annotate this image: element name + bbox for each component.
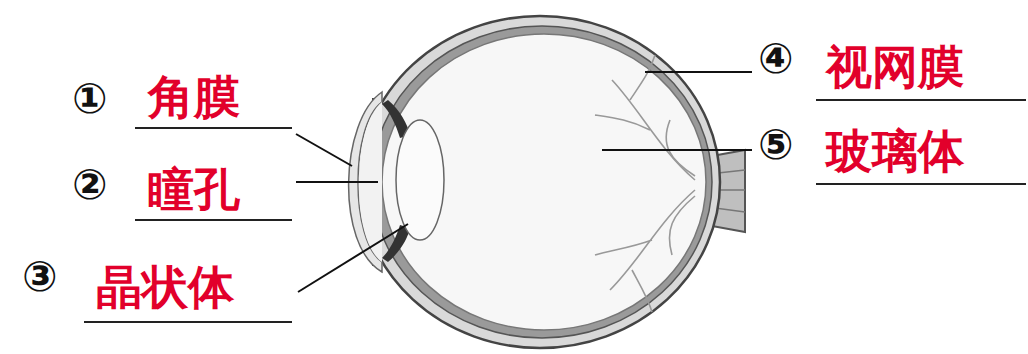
callout-number: ⑤	[758, 124, 794, 166]
part-name: 角膜	[148, 74, 240, 120]
lens	[396, 120, 444, 240]
part-name: 晶状体	[96, 264, 234, 310]
answer-underlines	[84, 100, 1026, 322]
blood-vessels	[595, 55, 695, 312]
leader-lines	[296, 72, 752, 292]
callout-number: ②	[72, 164, 108, 206]
callout-number: ③	[22, 256, 58, 298]
sclera	[360, 16, 720, 348]
callout-number: ①	[72, 78, 108, 120]
retina-layer	[382, 34, 706, 330]
part-name: 视网膜	[826, 44, 964, 90]
part-name: 瞳孔	[148, 166, 240, 212]
part-name: 玻璃体	[826, 128, 964, 174]
callout-number: ④	[758, 38, 794, 80]
